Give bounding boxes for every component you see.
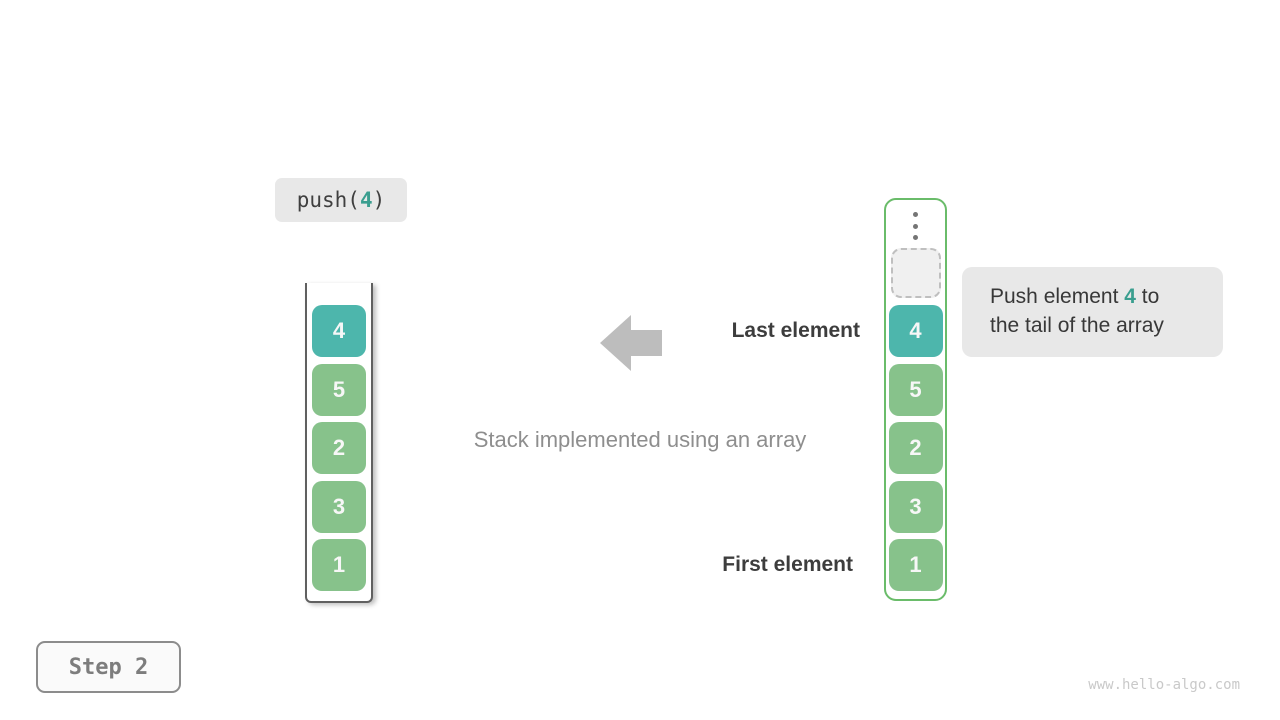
stack-cell: 2	[312, 422, 366, 474]
watermark-url: www.hello-algo.com	[1088, 677, 1240, 693]
ellipsis-dot	[913, 223, 918, 229]
array-cell: 2	[888, 422, 943, 474]
first-element-label: First element	[722, 553, 853, 576]
ellipsis-dot	[913, 235, 918, 240]
callout-text-before: Push element	[990, 285, 1125, 308]
array-container-right: 4 5 2 3 1	[884, 198, 947, 601]
array-cell: 4	[888, 305, 943, 357]
last-element-label: Last element	[731, 319, 860, 342]
array-cells: 4 5 2 3 1	[888, 305, 943, 591]
stack-cell: 1	[312, 539, 366, 591]
stack-container-left: 4 5 2 3 1	[305, 283, 373, 603]
stack-cell: 5	[312, 363, 366, 416]
push-label-suffix: )	[372, 188, 386, 212]
push-label-value: 4	[359, 188, 373, 212]
explanation-callout: Push element 4 to the tail of the array	[962, 267, 1223, 357]
push-label-prefix: push(	[296, 188, 360, 212]
callout-text-after: to	[1135, 285, 1160, 308]
stack-cell: 3	[312, 480, 366, 533]
callout-text-line2: the tail of the array	[990, 314, 1164, 337]
empty-array-slot	[890, 248, 941, 298]
push-operation-label: push(4)	[275, 178, 407, 222]
diagram-caption: Stack implemented using an array	[473, 427, 807, 452]
array-cell: 3	[888, 480, 943, 533]
ellipsis-dot	[913, 212, 918, 217]
arrow-left-icon	[600, 315, 662, 371]
array-cell: 1	[888, 539, 943, 591]
callout-value: 4	[1124, 285, 1136, 308]
ellipsis-icon	[913, 212, 918, 240]
step-badge: Step 2	[36, 641, 181, 693]
stack-cell: 4	[312, 305, 366, 357]
array-cell: 5	[888, 363, 943, 416]
